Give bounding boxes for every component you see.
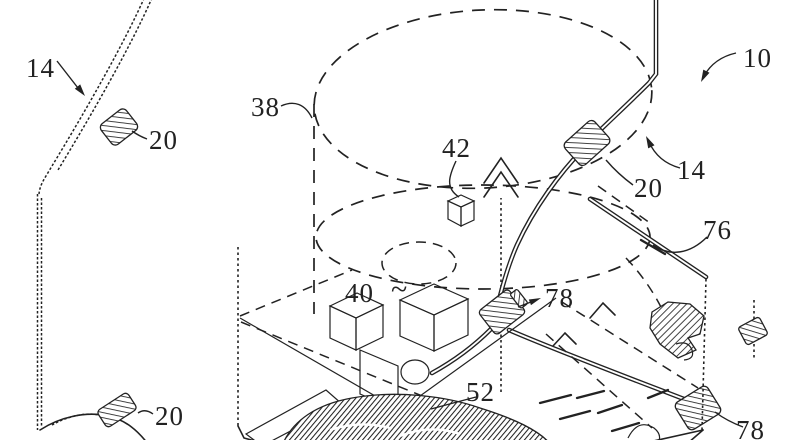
box-top-right-edge-gap	[589, 198, 707, 278]
ref-label-40: 40	[345, 278, 374, 308]
up-arrow-chevron-1	[483, 156, 519, 184]
wire-harness	[429, 0, 722, 431]
box-hidden-edge-up	[239, 269, 353, 317]
tub-hidden-arc-in-box	[625, 257, 679, 353]
drum-bottom-arc-stitch	[51, 413, 101, 426]
leader-76	[652, 236, 708, 253]
box-hidden-top-edge	[597, 185, 651, 224]
fastener-right	[738, 316, 768, 346]
box-interior-dash-marks	[538, 388, 670, 433]
wire-seg-mid-gap	[498, 147, 585, 301]
reference-numerals: 14 20 38 42 10 14 20 76 40 ~ 78 52 20 78	[26, 43, 772, 440]
ref-label-78-upper: 78	[545, 283, 574, 313]
box-interior-hidden-2	[545, 333, 653, 429]
sensor-42-cube	[446, 194, 476, 228]
box-bracket-hatched	[649, 301, 705, 359]
leader-20-right	[605, 159, 634, 186]
assembly-highlight-1	[329, 423, 391, 432]
tub-bottom-hole	[381, 241, 457, 285]
cutoff-leader-squiggle	[627, 424, 661, 440]
drum-panel-left	[36, 0, 152, 440]
ref-label-14-left: 14	[26, 53, 55, 83]
ref-label-10: 10	[743, 43, 772, 73]
box-interior-chevron-1	[589, 301, 616, 319]
ref-label-40-tilde: ~	[391, 273, 407, 306]
leader-14-left	[56, 60, 79, 89]
leaders	[56, 52, 744, 428]
ref-label-52: 52	[466, 377, 495, 407]
assembly-highlight-2	[399, 428, 461, 438]
assembly-cube-2	[398, 283, 470, 352]
arrowhead-14-left	[74, 84, 85, 96]
box-interior-hidden-1	[561, 301, 699, 389]
clip-20-lower-left	[97, 392, 137, 428]
housing-box	[237, 185, 768, 440]
clip-20-right	[563, 119, 611, 167]
ref-label-38: 38	[251, 92, 280, 122]
up-arrow	[483, 156, 519, 392]
arrowhead-78-upper	[528, 298, 541, 306]
box-interior-chevron-2	[552, 331, 577, 347]
arrowhead-14-right	[646, 136, 655, 149]
box-bottom-left-corner	[237, 425, 255, 440]
clip-20-upper-left	[99, 108, 139, 146]
leader-20-lower-left	[137, 410, 154, 415]
assembly-cube-1	[328, 292, 385, 351]
box-bottom-right-edge	[654, 429, 704, 440]
leader-78-lower	[714, 411, 744, 428]
assembly-dense-mass	[284, 393, 548, 440]
box-bracket-curl	[675, 342, 694, 361]
box-top-tick	[639, 238, 667, 256]
ref-label-78-lower: 78	[736, 415, 765, 440]
ref-label-76: 76	[703, 215, 732, 245]
box-hidden-edge-down	[240, 321, 433, 401]
leader-38	[280, 102, 313, 119]
drum-edge-inner	[57, 0, 152, 171]
ref-label-14-right: 14	[677, 155, 706, 185]
assembly-hub	[400, 359, 430, 385]
grommet-78-upper	[478, 289, 528, 335]
wire-seg-lower-gap	[508, 329, 690, 402]
box-bottom-right-flap	[690, 429, 704, 440]
leader-20-upper-left	[131, 130, 148, 140]
leader-52	[430, 396, 477, 410]
drum-edge-outer	[38, 0, 145, 195]
ref-label-20-upper-left: 20	[149, 125, 178, 155]
motor-assembly	[239, 283, 557, 440]
ref-label-42: 42	[442, 133, 471, 163]
wire-branch-gap	[431, 328, 492, 374]
leader-42	[448, 160, 460, 198]
grommet-78-lower	[674, 385, 722, 431]
ref-label-20-lower-left: 20	[155, 401, 184, 431]
ref-label-20-right: 20	[634, 173, 663, 203]
up-arrow-chevron-2	[483, 170, 519, 198]
arrowhead-10	[701, 69, 710, 82]
